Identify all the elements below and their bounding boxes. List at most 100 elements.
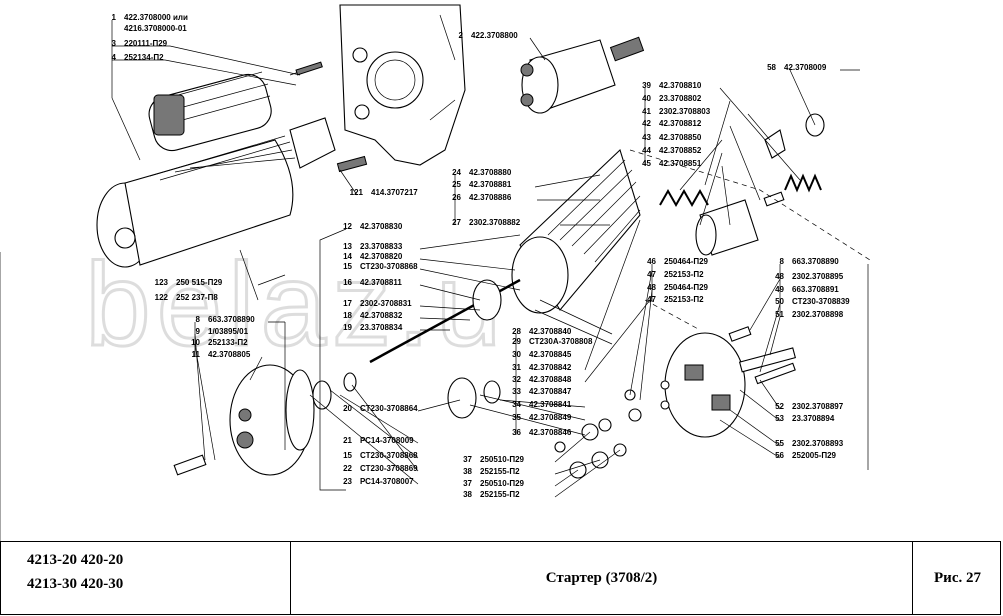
callout-number: 9 <box>196 327 201 336</box>
callout-part-code: 42.3708851 <box>659 159 702 168</box>
callout-part-code: СТ230-3708868 <box>360 262 418 271</box>
models-line-1: 4213-20 420-20 <box>27 552 124 568</box>
callout-number: 27 <box>452 218 461 227</box>
callout-part-code: 252 237-П8 <box>176 293 218 302</box>
callout-1: 1 422.3708000 или 4216.3708000-01 <box>112 13 188 33</box>
callout-part-code: 2302.3708895 <box>792 272 844 281</box>
callout-number: 18 <box>343 311 352 320</box>
callout-part-code: 42.3708845 <box>529 350 572 359</box>
exploded-parts-diagram: belaz.u <box>0 4 871 541</box>
callout-50: 50 СТ230-3708839 <box>775 297 850 306</box>
callout-number: 37 <box>463 479 472 488</box>
callout-number: 38 <box>463 467 472 476</box>
callout-part-code: 252155-П2 <box>480 490 520 499</box>
flywheel-housing <box>336 4 466 173</box>
callout-part-code: 42.3708811 <box>360 278 402 287</box>
callout-number: 16 <box>343 278 352 287</box>
callout-17: 17 2302-3708831 <box>343 299 412 308</box>
callout-number: 8 <box>780 257 785 266</box>
callout-38: 38 252155-П2 <box>463 467 520 476</box>
callout-part-code: 42.3708830 <box>360 222 403 231</box>
callout-number: 20 <box>343 404 352 413</box>
callout-part-code: СТ230А-3708808 <box>529 337 593 346</box>
callout-number: 11 <box>192 350 201 359</box>
callout-part-code: 2302.3708898 <box>792 310 844 319</box>
callout-part-code: 414.3707217 <box>371 188 418 197</box>
callout-part-code: 2302.3708803 <box>659 107 711 116</box>
callout-36: 36 42.3708846 <box>512 428 572 437</box>
callout-number: 1 <box>112 13 117 22</box>
callout-number: 50 <box>775 297 784 306</box>
callout-number: 29 <box>512 337 521 346</box>
callout-part-code: 42.3708846 <box>529 428 572 437</box>
callout-121: 121 414.3707217 <box>350 188 419 197</box>
callout-number: 41 <box>642 107 651 116</box>
callout-number: 37 <box>463 455 472 464</box>
callout-part-code: 252134-П2 <box>124 53 164 62</box>
callout-part-code: 42.3708832 <box>360 311 403 320</box>
figure-cell: Рис. 27 <box>913 542 1002 614</box>
callout-number: 34 <box>512 400 521 409</box>
callout-number: 55 <box>775 439 784 448</box>
callout-number: 24 <box>452 168 461 177</box>
callout-part-code: 252155-П2 <box>480 467 520 476</box>
callout-8: 8 663.3708890 <box>780 257 840 266</box>
callout-part-code: РС14-3708007 <box>360 477 414 486</box>
callout-22: 22 СТ230-3708869 <box>343 464 418 473</box>
callout-part-code: 663.3708891 <box>792 285 839 294</box>
callout-number: 22 <box>343 464 352 473</box>
nuts-and-washers <box>554 408 642 479</box>
callout-number: 40 <box>642 94 651 103</box>
callout-number: 17 <box>343 299 352 308</box>
callout-part-code-alt: 4216.3708000-01 <box>124 24 187 33</box>
callout-number: 121 <box>350 188 364 197</box>
callout-part-code: СТ230-3708869 <box>360 464 418 473</box>
callout-number: 58 <box>767 63 776 72</box>
callout-number: 45 <box>642 159 651 168</box>
callout-number: 33 <box>512 387 521 396</box>
title-block: 4213-20 420-20 4213-30 420-30 Стартер (3… <box>0 541 1001 615</box>
callout-number: 30 <box>512 350 521 359</box>
callout-part-code: 2302.3708882 <box>469 218 521 227</box>
callout-number: 32 <box>512 375 521 384</box>
callout-number: 48 <box>647 283 656 292</box>
callout-part-code: 663.3708890 <box>792 257 839 266</box>
callout-part-code: 252133-П2 <box>208 338 248 347</box>
callout-number: 21 <box>343 436 352 445</box>
callout-number: 53 <box>775 414 784 423</box>
callout-part-code: 663.3708890 <box>208 315 255 324</box>
callout-number: 15 <box>343 451 352 460</box>
callout-part-code: 252153-П2 <box>664 295 704 304</box>
assembly-axis <box>629 149 871 331</box>
callout-18: 18 42.3708832 <box>343 311 403 320</box>
callout-part-code: 42.3708810 <box>659 81 702 90</box>
callout-part-code: 422.3708000 или <box>124 13 188 22</box>
callout-number: 47 <box>647 270 656 279</box>
callout-part-code: 1/03895/01 <box>208 327 249 336</box>
starter-assembly <box>96 61 336 268</box>
callout-number: 19 <box>343 323 352 332</box>
callout-part-code: СТ230-3708839 <box>792 297 850 306</box>
callout-part-code: 2302-3708831 <box>360 299 412 308</box>
callout-number: 36 <box>512 428 521 437</box>
